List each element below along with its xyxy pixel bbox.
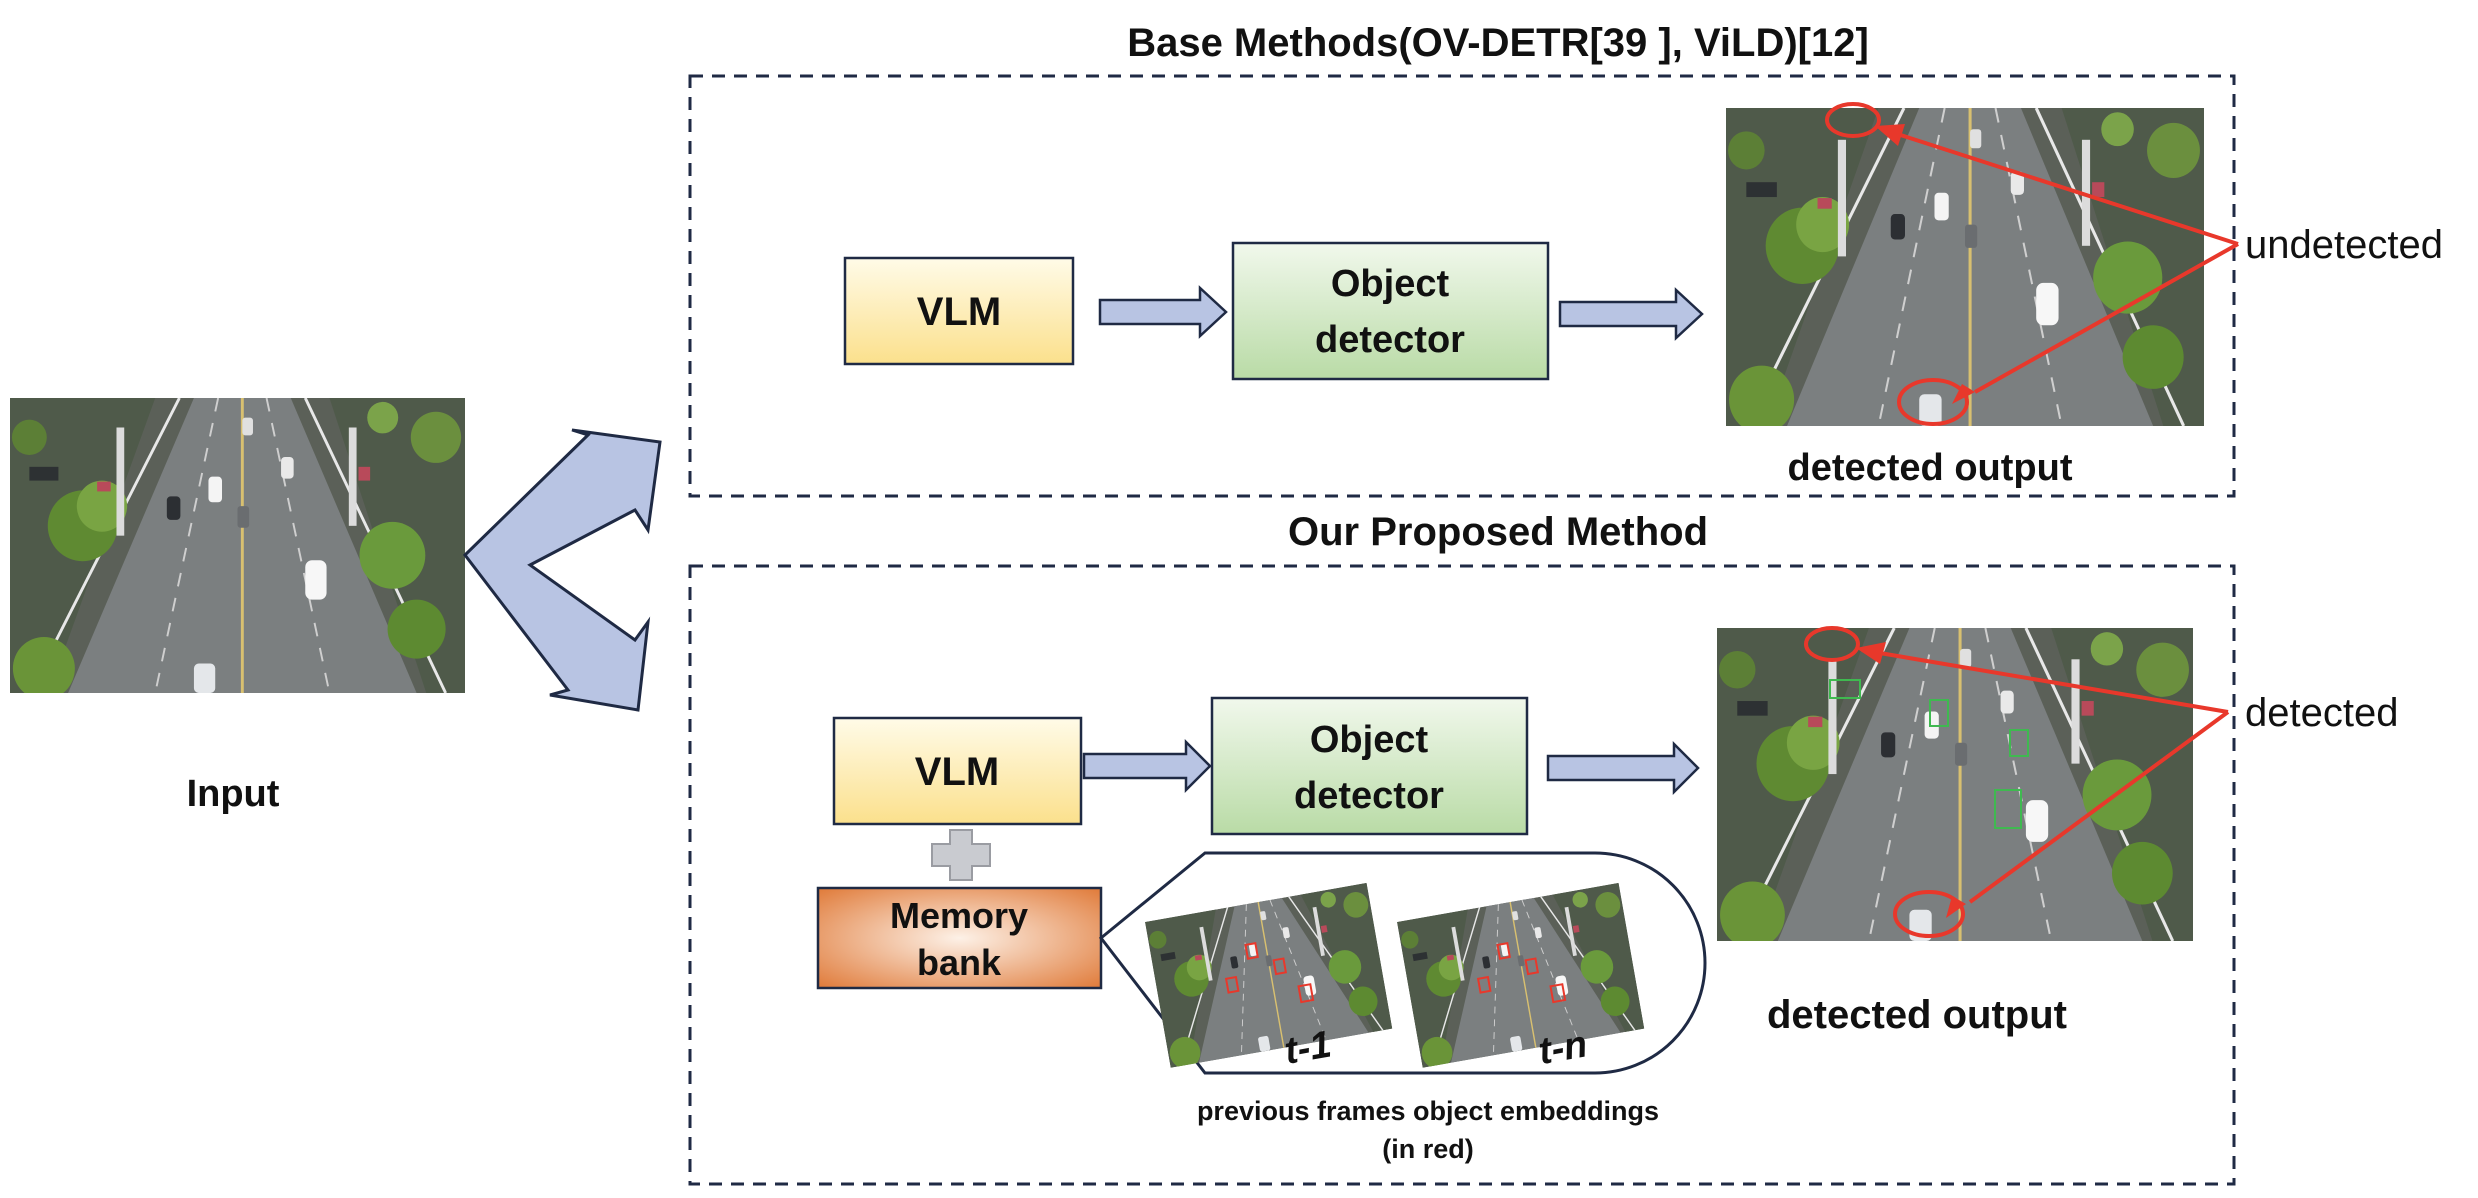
proposed-detected-marks [1804, 626, 2230, 938]
frame-t-1-label: t-1 [1281, 1023, 1334, 1072]
embeddings-caption-line2: (in red) [1382, 1134, 1474, 1164]
memory-bank-box: Memory bank [816, 886, 1103, 990]
base-vlm-label: VLM [917, 290, 1001, 334]
split-arrow [463, 428, 662, 712]
frame-t-n-image: t-n [1397, 882, 1645, 1073]
detected-label: detected [2245, 691, 2398, 735]
base-output-label: detected output [1788, 447, 2073, 489]
memory-line1: Memory [890, 895, 1028, 936]
proposed-vlm-label: VLM [915, 750, 999, 794]
frame-t-n-label: t-n [1535, 1023, 1590, 1073]
base-arrow-2 [1558, 287, 1704, 341]
embeddings-caption-line1: previous frames object embeddings [1197, 1096, 1659, 1126]
undetected-label: undetected [2245, 223, 2443, 267]
proposed-output-image [1717, 628, 2193, 941]
base-undetected-marks [1825, 102, 2239, 426]
frame-t-1-image: t-1 [1145, 882, 1393, 1073]
base-title: Base Methods(OV-DETR[39 ], ViLD)[12] [1127, 21, 1869, 65]
proposed-arrow-1 [1082, 738, 1212, 794]
memory-line2: bank [917, 942, 1002, 983]
proposed-detector-box: Object detector [1210, 696, 1529, 836]
base-arrow-1 [1098, 285, 1228, 339]
base-detector-box: Object detector [1231, 241, 1550, 381]
base-detector-line2: detector [1315, 319, 1465, 361]
input-image [10, 398, 465, 693]
proposed-arrow-2 [1546, 740, 1700, 796]
proposed-vlm-box: VLM [832, 716, 1083, 826]
proposed-output-label: detected output [1767, 993, 2067, 1037]
base-panel [688, 74, 2236, 498]
proposed-panel [688, 564, 2236, 1186]
proposed-detector-line2: detector [1294, 775, 1444, 817]
plus-icon [931, 829, 991, 881]
proposed-detector-line1: Object [1310, 719, 1429, 761]
base-vlm-box: VLM [843, 256, 1075, 366]
input-label: Input [187, 773, 280, 815]
base-detector-line1: Object [1331, 263, 1450, 305]
proposed-title: Our Proposed Method [1288, 510, 1708, 554]
